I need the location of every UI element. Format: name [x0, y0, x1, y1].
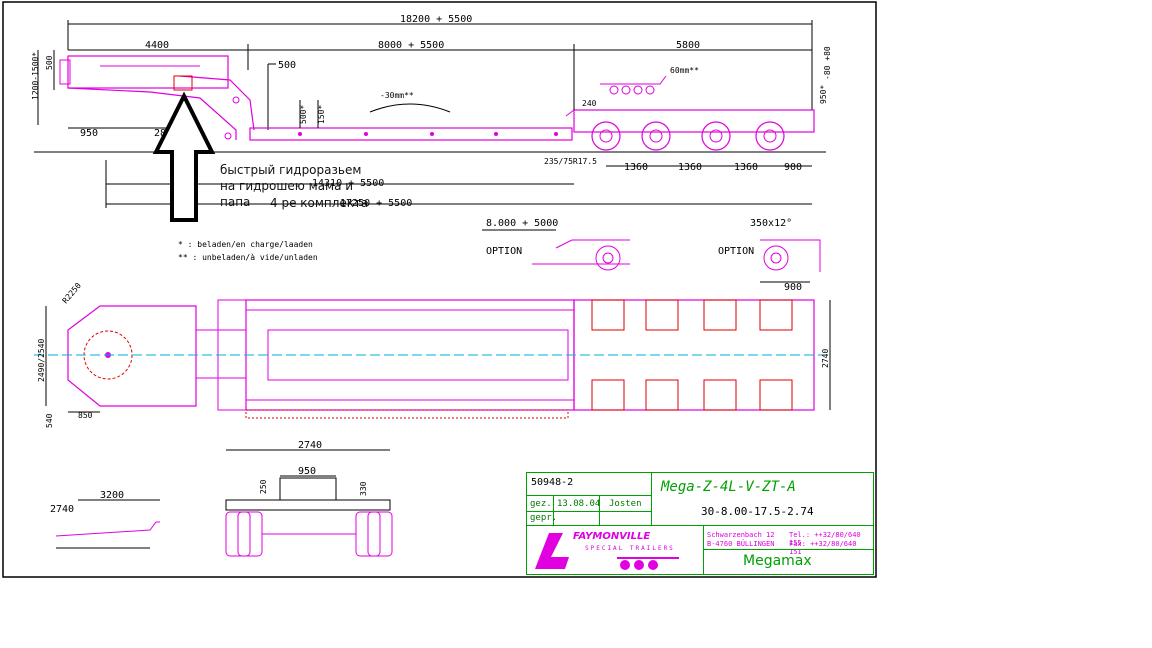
dim-gooseneck: 4400: [145, 40, 169, 51]
legend-star: * : beladen/en charge/laaden: [178, 240, 313, 249]
gez-name: Josten: [609, 499, 642, 509]
dim-length-b: 17250 + 5500: [340, 198, 412, 209]
plan-view: R2250 2490/2540 2740 540 850: [34, 281, 831, 428]
dim-rear-extra: -80 +80: [823, 46, 832, 80]
option-2-sub: 900: [784, 282, 802, 293]
dim-length-a: 14310 + 5500: [312, 178, 384, 189]
small-d2740: 2740: [50, 504, 74, 515]
model-name: Mega-Z-4L-V-ZT-A: [661, 479, 796, 495]
dim-axle-3: 1360: [734, 162, 758, 173]
fax: Fax: ++32/80/640 151: [789, 540, 857, 556]
small-side-view: 3200 2740: [50, 490, 160, 549]
plan-d850: 850: [78, 411, 93, 420]
brand-name: FAYMONVILLE: [573, 531, 651, 542]
telephone: Tel.: ++32/80/640 155: [789, 531, 861, 547]
plan-width-rear: 2740: [821, 349, 830, 368]
dim-deck-150: 150*: [317, 105, 326, 124]
option-2-label: OPTION: [718, 246, 754, 257]
option-detail-1: 8.000 + 5000 OPTION: [482, 218, 630, 271]
end-center: 950: [298, 466, 316, 477]
handwritten-annotation: быстрый гидроразьем на гидрошею мама и п…: [220, 162, 400, 210]
dim-rear-240: 240: [582, 99, 597, 108]
gez-date: 13.08.04: [557, 499, 601, 509]
plan-radius: R2250: [61, 281, 83, 305]
dim-ramp-60: 60mm**: [670, 66, 699, 75]
end-width: 2740: [298, 440, 322, 451]
dim-overall: 18200 + 5500: [400, 14, 472, 25]
dim-rear-height: 950*: [819, 85, 828, 104]
gez-label: gez.: [530, 499, 552, 509]
annotation-line-4: 4 ре комплекта: [270, 196, 369, 210]
plan-tyres: [591, 299, 793, 411]
end-view: 2740 950 250 330: [225, 440, 393, 557]
drawing-frame: [2, 1, 877, 578]
dim-axle-2: 1360: [678, 162, 702, 173]
option-detail-2: 350x12° OPTION 900: [718, 218, 821, 293]
end-h330: 330: [359, 481, 368, 496]
rear-wheels: [591, 121, 785, 151]
address-2: B-4760 BÜLLINGEN: [707, 540, 775, 548]
legend-double-star: ** : unbeladen/à vide/unladen: [178, 253, 318, 262]
dim-front-overhang: 950: [80, 128, 98, 139]
model-spec: 30-8.00-17.5-2.74: [701, 505, 814, 518]
dim-camber: -30mm**: [380, 91, 414, 100]
plan-width-front: 2490/2540: [37, 338, 46, 382]
dim-rear: 5800: [676, 40, 700, 51]
up-arrow-icon: [152, 91, 216, 222]
annotation-line-2: на гидрошею мама и: [220, 179, 354, 193]
product-name: Megamax: [743, 553, 812, 569]
option-1-label: OPTION: [486, 246, 522, 257]
end-h250: 250: [259, 479, 268, 494]
annotation-line-3: папа: [220, 195, 251, 209]
gepr-label: gepr.: [530, 513, 558, 523]
side-view: 18200 + 5500 4400 8000 + 5500 5800 1200-…: [31, 14, 832, 209]
dim-deck-500: 500*: [299, 105, 308, 124]
annotation-line-1: быстрый гидроразьем: [220, 163, 362, 177]
dim-axle-1: 1360: [624, 162, 648, 173]
brand-subtitle: SPECIAL TRAILERS: [585, 545, 675, 552]
dim-height-range: 1200-1500*: [31, 52, 40, 100]
dim-h500: 500: [45, 55, 54, 70]
dim-rear-overhang: 900: [784, 162, 802, 173]
legend: * : beladen/en charge/laaden ** : unbela…: [178, 240, 318, 262]
option-1-dim: 8.000 + 5000: [486, 218, 558, 229]
dim-tyre: 235/75R17.5: [544, 157, 597, 166]
drawing-number: 50948-2: [531, 477, 574, 488]
option-2-dim: 350x12°: [750, 218, 792, 229]
trailer-logo-icon: [535, 533, 679, 570]
small-d3200: 3200: [100, 490, 124, 501]
address-1: Schwarzenbach 12: [707, 531, 775, 539]
company-logo: FAYMONVILLE SPECIAL TRAILERS: [529, 527, 699, 573]
plan-d540: 540: [45, 413, 54, 428]
dim-bed: 8000 + 5500: [378, 40, 444, 51]
dim-neck-offset: 500: [278, 60, 296, 71]
title-block: 50948-2 gez. 13.08.04 Josten gepr. Mega-…: [526, 472, 874, 575]
